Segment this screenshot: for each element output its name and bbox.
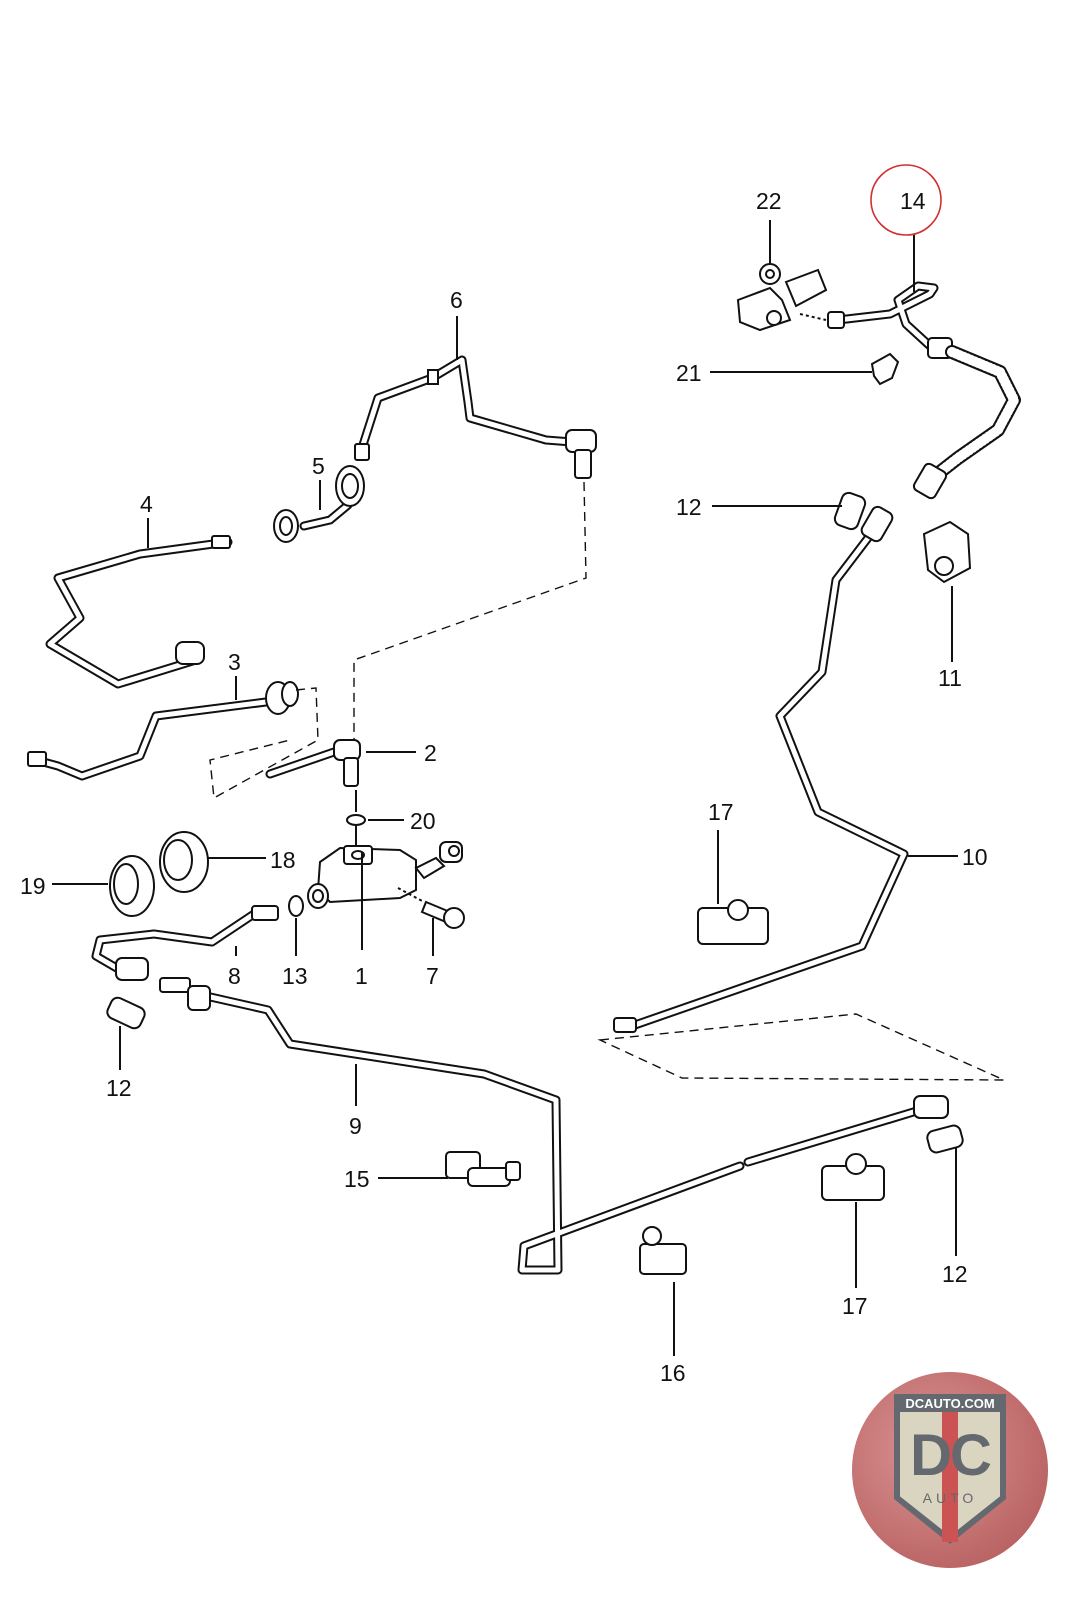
logo-site-text: DCAUTO.COM bbox=[905, 1396, 995, 1411]
part-21-clip bbox=[870, 352, 900, 386]
part-12-coupling-left bbox=[106, 996, 146, 1030]
callout-4[interactable]: 4 bbox=[140, 491, 153, 517]
part-11-bracket bbox=[922, 520, 972, 584]
part-19-boot bbox=[109, 855, 155, 917]
leader-lines bbox=[52, 220, 958, 1356]
callout-15[interactable]: 15 bbox=[344, 1166, 370, 1192]
callout-14[interactable]: 14 bbox=[900, 188, 926, 214]
pipe-3 bbox=[27, 681, 299, 781]
callout-21[interactable]: 21 bbox=[676, 360, 702, 386]
callout-6[interactable]: 6 bbox=[450, 287, 463, 313]
callout-19[interactable]: 19 bbox=[20, 873, 46, 899]
dcauto-logo: DCAUTO.COM DC AUTO bbox=[852, 1372, 1048, 1568]
callout-20[interactable]: 20 bbox=[410, 808, 436, 834]
part-17-clip-upper bbox=[697, 899, 769, 945]
part-22-slave-cylinder bbox=[736, 263, 828, 332]
callout-5[interactable]: 5 bbox=[312, 453, 325, 479]
callout-12-upper[interactable]: 12 bbox=[676, 494, 702, 520]
callout-17-upper[interactable]: 17 bbox=[708, 799, 734, 825]
part-15-clip bbox=[445, 1151, 521, 1187]
part-1-master-cylinder bbox=[307, 841, 463, 909]
logo-mark-text: DC bbox=[910, 1423, 992, 1488]
dashed-guide-10-9 bbox=[597, 1013, 1005, 1081]
part-5-grommet-line bbox=[273, 465, 365, 543]
part-2-elbow bbox=[265, 739, 361, 787]
callout-12-left[interactable]: 12 bbox=[106, 1075, 132, 1101]
part-14-hose bbox=[827, 281, 1021, 500]
callout-11[interactable]: 11 bbox=[938, 665, 962, 691]
callout-8[interactable]: 8 bbox=[228, 963, 241, 989]
part-7-bolt bbox=[397, 887, 465, 929]
callout-9[interactable]: 9 bbox=[349, 1113, 362, 1139]
callout-22[interactable]: 22 bbox=[756, 188, 782, 214]
callout-12-right[interactable]: 12 bbox=[942, 1261, 968, 1287]
pipe-9 bbox=[159, 977, 949, 1275]
part-17-clip-lower bbox=[821, 1153, 885, 1201]
highlight-circle-part-14 bbox=[870, 164, 942, 236]
logo-sub-text: AUTO bbox=[922, 1490, 978, 1506]
callout-16[interactable]: 16 bbox=[660, 1360, 686, 1386]
part-13-o-ring bbox=[288, 895, 304, 917]
callout-2[interactable]: 2 bbox=[424, 740, 437, 766]
pipe-4 bbox=[45, 535, 233, 689]
callout-10[interactable]: 10 bbox=[962, 844, 988, 870]
callout-18[interactable]: 18 bbox=[270, 847, 296, 873]
callout-3[interactable]: 3 bbox=[228, 649, 241, 675]
callout-7[interactable]: 7 bbox=[426, 963, 439, 989]
callout-13[interactable]: 13 bbox=[282, 963, 308, 989]
pipe-6 bbox=[354, 355, 597, 479]
part-12-coupling-right bbox=[926, 1124, 964, 1154]
part-12-coupling-upper bbox=[833, 491, 867, 531]
callout-labels: 1 2 3 4 5 6 7 8 9 10 11 12 12 12 13 14 1… bbox=[20, 188, 988, 1386]
pipe-10 bbox=[613, 505, 909, 1033]
callout-17-lower[interactable]: 17 bbox=[842, 1293, 868, 1319]
callout-1[interactable]: 1 bbox=[355, 963, 368, 989]
pipe-8 bbox=[91, 905, 279, 981]
dashed-guide-3-2 bbox=[209, 687, 319, 800]
part-16-clip bbox=[639, 1226, 687, 1275]
dashed-guide-6-2 bbox=[353, 481, 587, 740]
logo-stripe bbox=[942, 1412, 958, 1542]
part-18-boot bbox=[159, 831, 209, 893]
part-20-o-ring bbox=[346, 814, 366, 826]
